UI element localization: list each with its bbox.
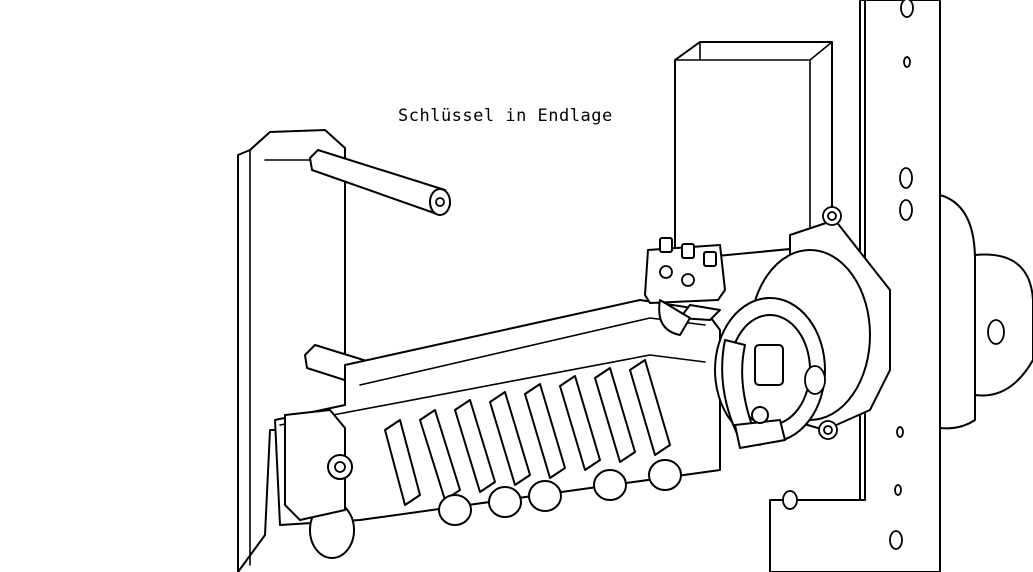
mounting-plate (769, 0, 941, 572)
end-cap (284, 409, 353, 521)
lock-cylinder (714, 297, 826, 449)
cooling-fins (384, 359, 671, 506)
rotary-knob (939, 194, 1033, 430)
annotation-label: Schlüssel in Endlage (398, 106, 613, 126)
upper-housing (674, 41, 833, 261)
microswitch (644, 237, 726, 336)
upper-standoff (309, 149, 451, 216)
